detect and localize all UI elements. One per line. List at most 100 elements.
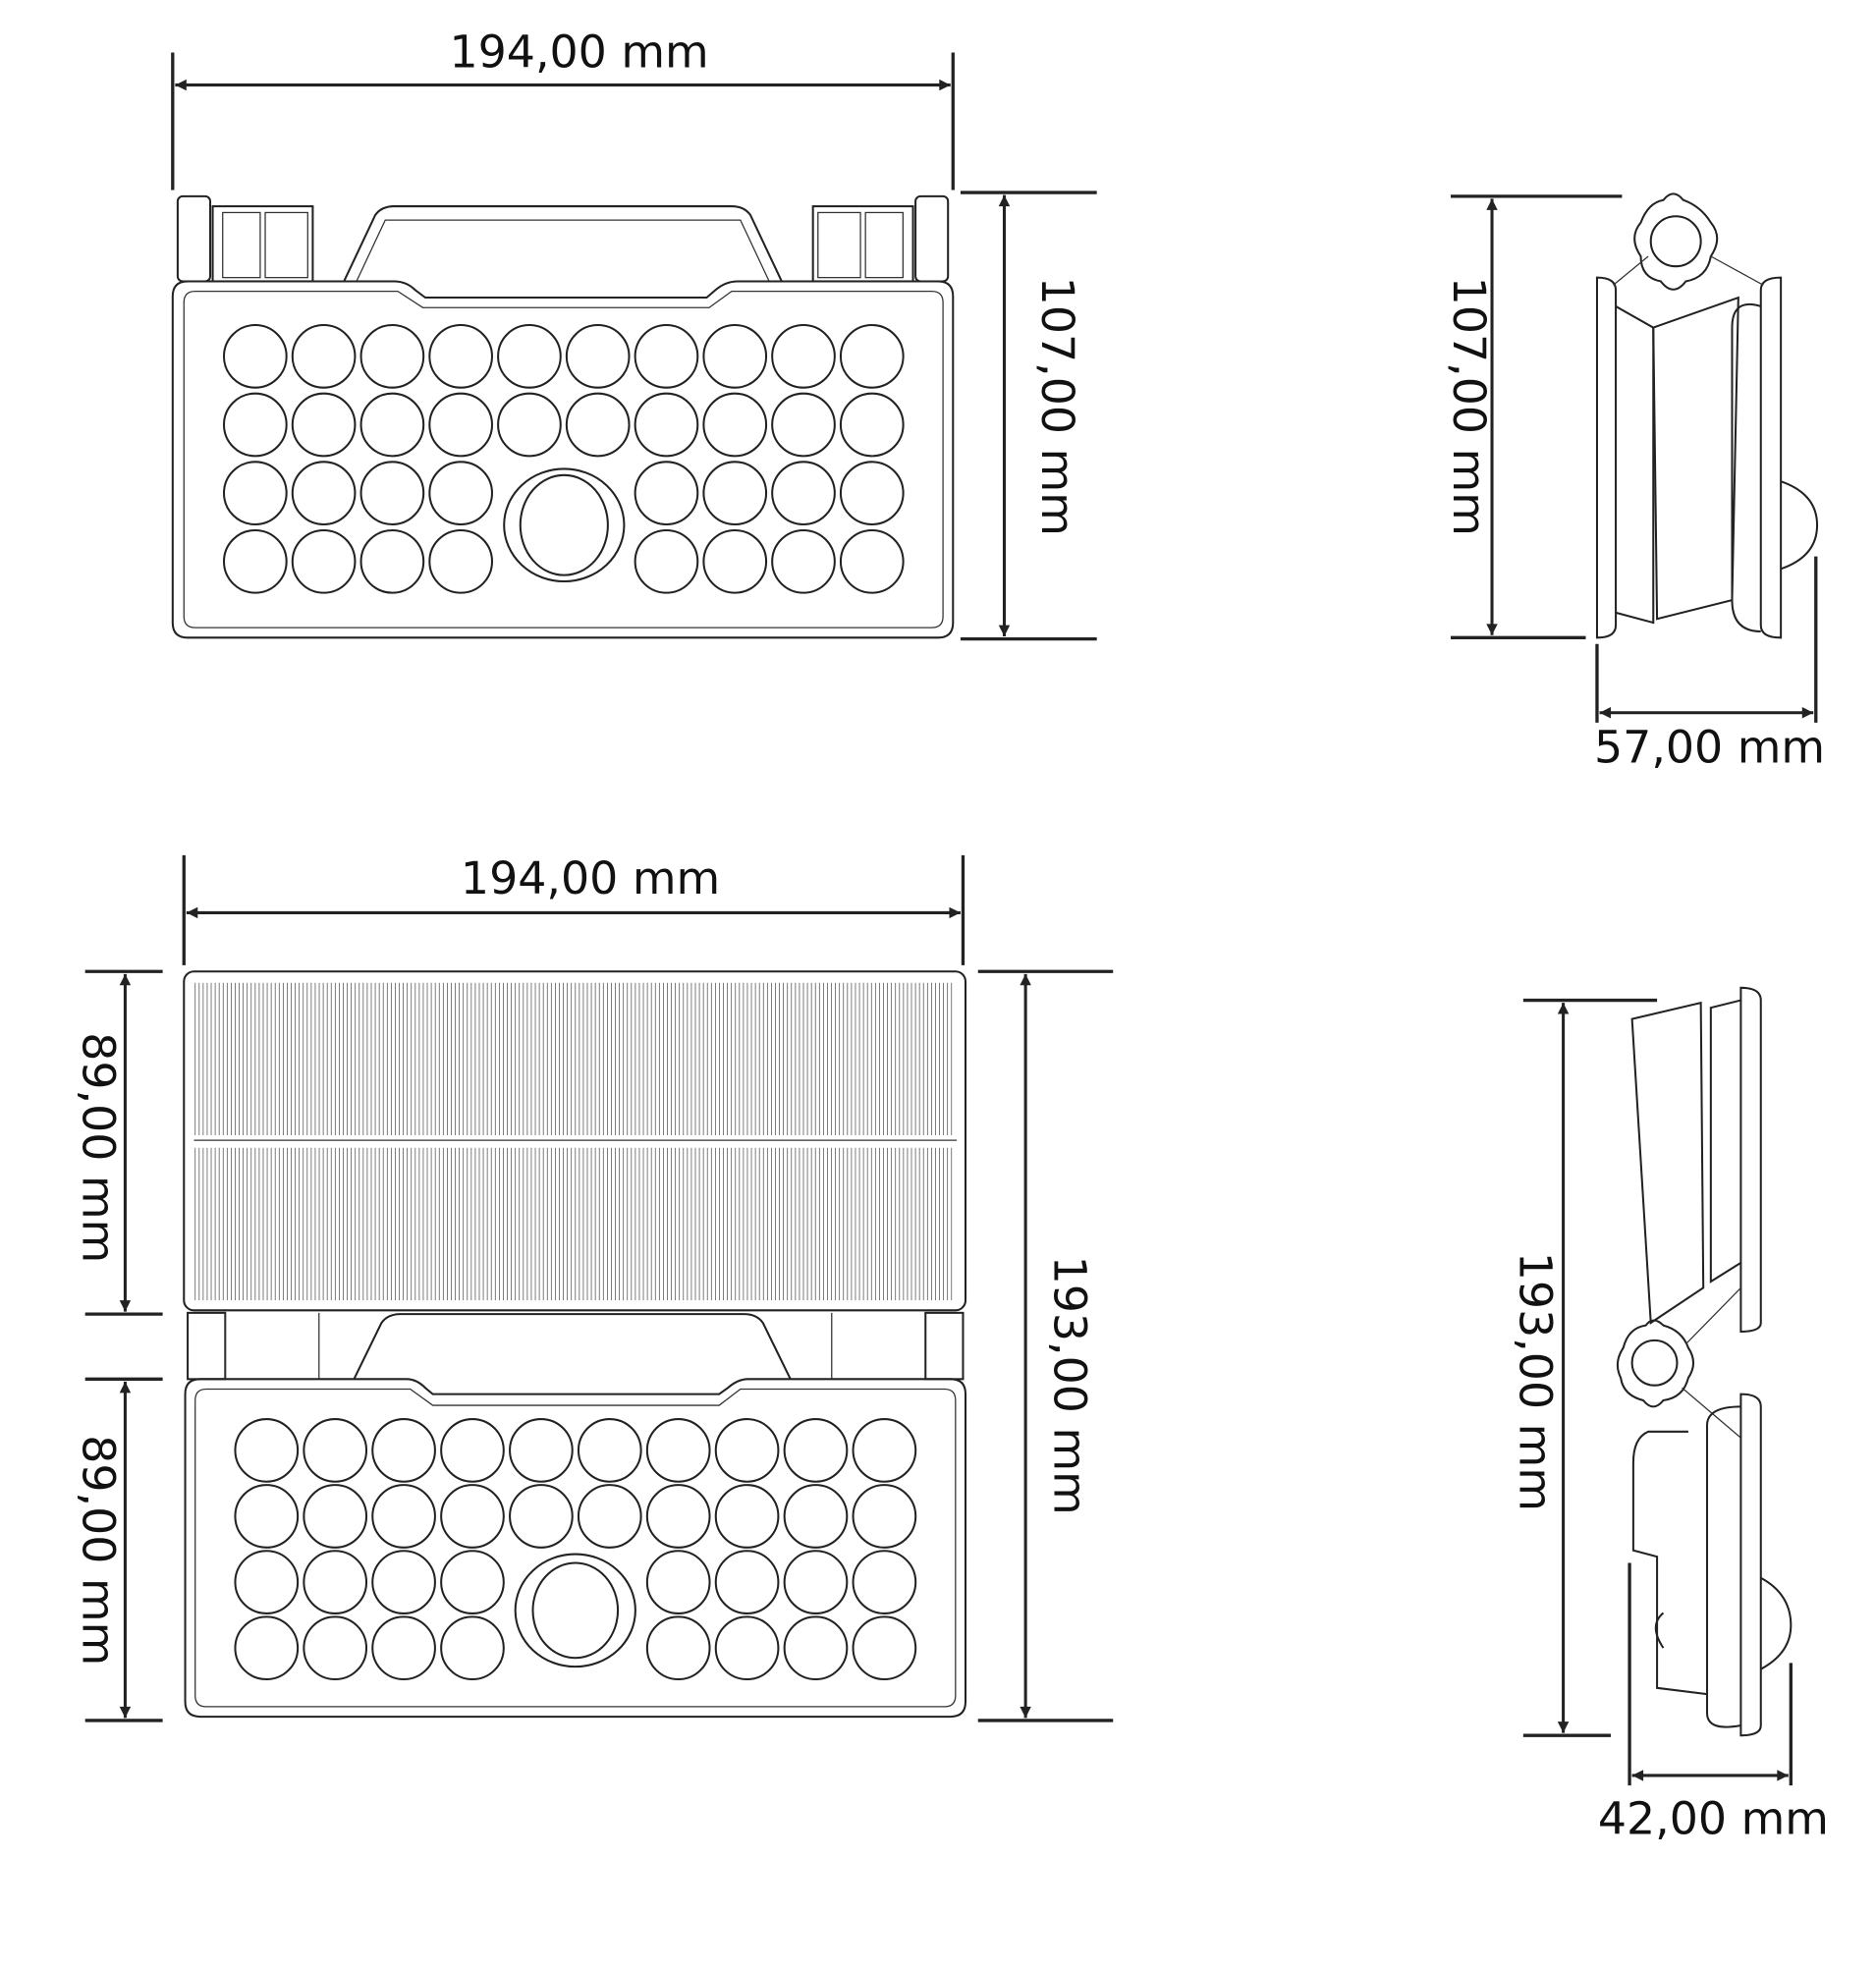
- led-circle: [440, 1484, 505, 1549]
- led-circle: [222, 528, 288, 594]
- led-circle: [852, 1418, 917, 1483]
- led-circle: [234, 1550, 300, 1614]
- led-circle: [303, 1484, 368, 1549]
- unfolded-view: 194,00 mm 89,00 mm 89,00 mm 193,00 mm: [72, 851, 1114, 1722]
- led-circle: [359, 392, 425, 458]
- total-height-label: 193,00 mm: [1044, 1256, 1097, 1515]
- led-circle: [509, 1484, 574, 1549]
- led-array: [234, 1418, 917, 1681]
- led-circle: [771, 392, 836, 458]
- led-circle: [291, 324, 357, 389]
- motion-sensor-ring: [503, 467, 626, 583]
- led-circle: [291, 528, 357, 594]
- solar-panel-height-label: 89,00 mm: [72, 1032, 125, 1263]
- led-circle: [497, 324, 562, 389]
- led-circle: [440, 1550, 505, 1614]
- led-circle: [771, 528, 836, 594]
- unfolded-side-depth-label: 42,00 mm: [1598, 1792, 1829, 1845]
- motion-sensor-icon: [519, 473, 609, 576]
- side-view: 107,00 mm 57,00 mm: [1443, 192, 1825, 773]
- led-circle: [222, 461, 288, 525]
- led-circle: [839, 461, 905, 525]
- unfolded-side-height-label: 193,00 mm: [1509, 1252, 1562, 1511]
- side-height-label: 107,00 mm: [1443, 277, 1496, 536]
- front-view: 194,00 mm 107,00 mm: [171, 26, 1097, 641]
- led-circle: [702, 324, 768, 389]
- led-circle: [509, 1418, 574, 1483]
- side-depth-label: 57,00 mm: [1594, 720, 1825, 773]
- led-circle: [783, 1550, 849, 1614]
- led-circle: [234, 1484, 300, 1549]
- led-circle: [645, 1615, 711, 1681]
- led-circle: [359, 324, 425, 389]
- led-circle: [577, 1484, 642, 1549]
- led-circle: [303, 1418, 368, 1483]
- led-circle: [634, 392, 699, 458]
- led-circle: [303, 1615, 368, 1681]
- led-circle: [634, 461, 699, 525]
- hinge: [187, 1311, 965, 1381]
- lamp-housing: [171, 280, 955, 639]
- led-circle: [428, 528, 493, 594]
- led-circle: [565, 324, 631, 389]
- lamp-panel-height-label: 89,00 mm: [72, 1435, 125, 1666]
- led-circle: [852, 1615, 917, 1681]
- led-circle: [771, 461, 836, 525]
- led-circle: [645, 1418, 711, 1483]
- led-circle: [645, 1550, 711, 1614]
- motion-sensor-icon: [531, 1561, 620, 1660]
- led-circle: [714, 1484, 780, 1549]
- led-circle: [371, 1550, 436, 1614]
- led-circle: [702, 528, 768, 594]
- solar-panel: [183, 970, 967, 1312]
- led-circle: [234, 1615, 300, 1681]
- led-circle: [234, 1418, 300, 1483]
- side-profile: [1616, 986, 1793, 1737]
- front-height-label: 107,00 mm: [1031, 277, 1084, 536]
- led-array: [222, 324, 905, 594]
- led-circle: [783, 1484, 849, 1549]
- motion-sensor-ring: [514, 1553, 636, 1668]
- led-circle: [783, 1615, 849, 1681]
- led-circle: [771, 324, 836, 389]
- led-circle: [702, 461, 768, 525]
- led-circle: [371, 1418, 436, 1483]
- led-circle: [702, 392, 768, 458]
- led-circle: [303, 1550, 368, 1614]
- front-width-label: 194,00 mm: [449, 26, 708, 79]
- led-circle: [428, 461, 493, 525]
- led-circle: [634, 324, 699, 389]
- led-circle: [291, 392, 357, 458]
- led-circle: [497, 392, 562, 458]
- mount-brackets: [176, 194, 950, 283]
- led-circle: [222, 324, 288, 389]
- led-circle: [371, 1484, 436, 1549]
- lamp-housing: [184, 1378, 967, 1719]
- side-profile: [1595, 192, 1819, 639]
- led-circle: [714, 1615, 780, 1681]
- unfolded-side-view: 193,00 mm 42,00 mm: [1509, 986, 1829, 1845]
- led-circle: [291, 461, 357, 525]
- led-circle: [714, 1550, 780, 1614]
- led-circle: [783, 1418, 849, 1483]
- led-circle: [428, 392, 493, 458]
- led-circle: [371, 1615, 436, 1681]
- led-circle: [634, 528, 699, 594]
- led-circle: [577, 1418, 642, 1483]
- led-circle: [645, 1484, 711, 1549]
- led-circle: [359, 461, 425, 525]
- led-circle: [839, 392, 905, 458]
- solar-cell-lines: [194, 982, 953, 1301]
- led-circle: [852, 1484, 917, 1549]
- unfolded-width-label: 194,00 mm: [461, 851, 720, 904]
- led-circle: [440, 1615, 505, 1681]
- led-circle: [839, 324, 905, 389]
- led-circle: [428, 324, 493, 389]
- led-circle: [852, 1550, 917, 1614]
- led-circle: [714, 1418, 780, 1483]
- led-circle: [222, 392, 288, 458]
- led-circle: [359, 528, 425, 594]
- led-circle: [565, 392, 631, 458]
- led-circle: [839, 528, 905, 594]
